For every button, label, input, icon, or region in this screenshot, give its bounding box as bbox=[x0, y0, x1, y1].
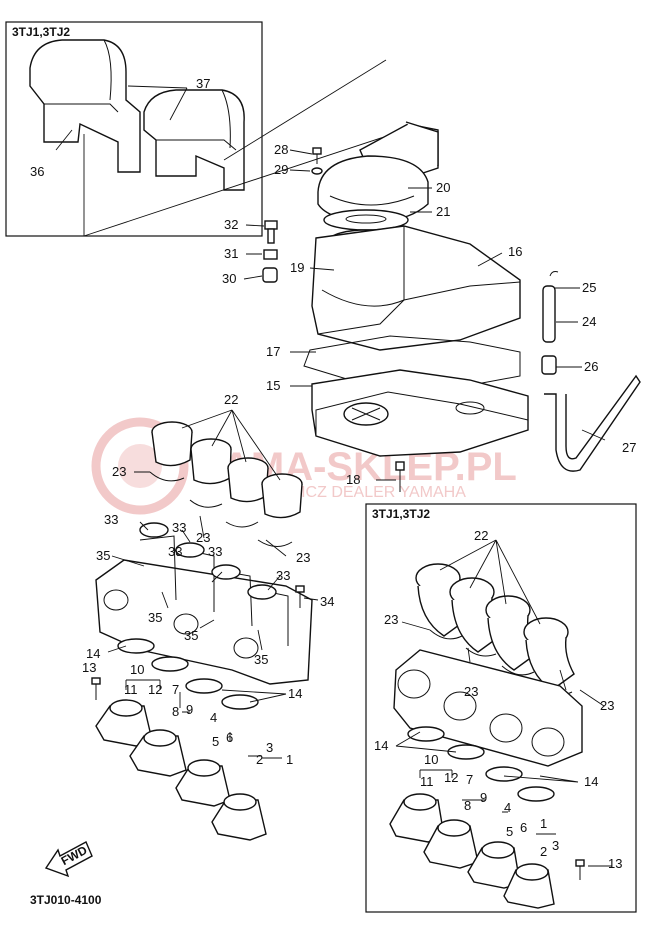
callout-33-d: 33 bbox=[208, 544, 222, 559]
callout-6-inset: 6 bbox=[520, 820, 527, 835]
screw-34 bbox=[295, 585, 305, 608]
callout-28: 28 bbox=[274, 142, 288, 157]
callout-3-main: 3 bbox=[266, 740, 273, 755]
callout-17: 17 bbox=[266, 344, 280, 359]
callout-21: 21 bbox=[436, 204, 450, 219]
inset-top-left-title: 3TJ1,3TJ2 bbox=[12, 25, 70, 39]
callout-7-inset: 7 bbox=[466, 772, 473, 787]
callout-14-main-b: 14 bbox=[288, 686, 302, 701]
callout-3-inset: 3 bbox=[552, 838, 559, 853]
callout-16: 16 bbox=[508, 244, 522, 259]
callout-32: 32 bbox=[224, 217, 238, 232]
callout-23-inset-b: 23 bbox=[464, 684, 478, 699]
callout-14-main-a: 14 bbox=[86, 646, 100, 661]
callout-23-main-b: 23 bbox=[196, 530, 210, 545]
callout-9-main: 9 bbox=[186, 702, 193, 717]
watermark-sub: HOWICZ DEALER YAMAHA bbox=[262, 484, 466, 501]
grommet-30 bbox=[262, 267, 278, 283]
callout-8-inset: 8 bbox=[464, 798, 471, 813]
callout-9-inset: 9 bbox=[480, 790, 487, 805]
collar-31 bbox=[263, 249, 278, 260]
callout-labels: 28 29 20 21 32 31 30 19 16 25 24 17 26 1… bbox=[82, 142, 636, 871]
callout-2-inset: 2 bbox=[540, 844, 547, 859]
callout-8-main: 8 bbox=[172, 704, 179, 719]
inset-bottom-right-title: 3TJ1,3TJ2 bbox=[372, 507, 430, 521]
inset-top-left: 3TJ1,3TJ2 bbox=[5, 21, 263, 237]
callout-2-main: 2 bbox=[256, 752, 263, 767]
callout-35-b: 35 bbox=[148, 610, 162, 625]
callout-5-main: 5 bbox=[212, 734, 219, 749]
callout-34: 34 bbox=[320, 594, 334, 609]
callout-33-a: 33 bbox=[104, 512, 118, 527]
callout-11-main: 11 bbox=[124, 682, 138, 697]
callout-11-inset: 11 bbox=[420, 774, 434, 789]
callout-4-inset: 4 bbox=[504, 800, 511, 815]
intake-manifolds-main bbox=[95, 638, 267, 841]
air-box-seal bbox=[303, 335, 521, 391]
carburetor-bank-main bbox=[95, 522, 313, 685]
callout-14-inset-b: 14 bbox=[584, 774, 598, 789]
diagram-code: 3TJ010-4100 bbox=[30, 893, 102, 907]
callout-23-main-c: 23 bbox=[296, 550, 310, 565]
fwd-arrow: FWD bbox=[44, 841, 93, 878]
callout-33-b: 33 bbox=[172, 520, 186, 535]
callout-25: 25 bbox=[582, 280, 596, 295]
callout-23-main-a: 23 bbox=[112, 464, 126, 479]
callout-12-inset: 12 bbox=[444, 770, 458, 785]
callout-26: 26 bbox=[584, 359, 598, 374]
drain-bolt-18 bbox=[395, 461, 405, 492]
callout-35-a: 35 bbox=[96, 548, 110, 563]
breather-hose bbox=[541, 271, 641, 472]
callout-10-inset: 10 bbox=[424, 752, 438, 767]
callout-22-inset: 22 bbox=[474, 528, 488, 543]
callout-5-inset: 5 bbox=[506, 824, 513, 839]
callout-33-e: 33 bbox=[276, 568, 290, 583]
callout-35-d: 35 bbox=[254, 652, 268, 667]
callout-14-inset-a: 14 bbox=[374, 738, 388, 753]
callout-31: 31 bbox=[224, 246, 238, 261]
callout-6-main: 6 bbox=[226, 730, 233, 745]
callout-29: 29 bbox=[274, 162, 288, 177]
washer-29 bbox=[311, 167, 323, 175]
callout-23-inset-c: 23 bbox=[600, 698, 614, 713]
callout-13-main: 13 bbox=[82, 660, 96, 675]
callout-18: 18 bbox=[346, 472, 360, 487]
callout-15: 15 bbox=[266, 378, 280, 393]
callout-13-inset: 13 bbox=[608, 856, 622, 871]
callout-10-main: 10 bbox=[130, 662, 144, 677]
screw-28 bbox=[312, 147, 322, 164]
air-box-lower bbox=[311, 369, 529, 457]
leader-lines bbox=[107, 149, 612, 867]
screw-13 bbox=[91, 677, 101, 700]
callout-4-main: 4 bbox=[210, 710, 217, 725]
callout-19: 19 bbox=[290, 260, 304, 275]
callout-7-main: 7 bbox=[172, 682, 179, 697]
callout-12-main: 12 bbox=[148, 682, 162, 697]
callout-1-main: 1 bbox=[286, 752, 293, 767]
callout-35-c: 35 bbox=[184, 628, 198, 643]
callout-23-inset-a: 23 bbox=[384, 612, 398, 627]
callout-1-inset: 1 bbox=[540, 816, 547, 831]
callout-22-main: 22 bbox=[224, 392, 238, 407]
air-box-upper bbox=[317, 121, 439, 231]
callout-36: 36 bbox=[30, 164, 44, 179]
callout-27: 27 bbox=[622, 440, 636, 455]
callout-30: 30 bbox=[222, 271, 236, 286]
bolt-32 bbox=[264, 220, 278, 244]
callout-20: 20 bbox=[436, 180, 450, 195]
inset-bottom-right: 3TJ1,3TJ2 bbox=[365, 503, 637, 913]
carb-joints-main bbox=[149, 421, 303, 547]
callout-37: 37 bbox=[196, 76, 210, 91]
callout-24: 24 bbox=[582, 314, 596, 329]
callout-33-c: 33 bbox=[168, 544, 182, 559]
air-box-case bbox=[311, 225, 521, 351]
